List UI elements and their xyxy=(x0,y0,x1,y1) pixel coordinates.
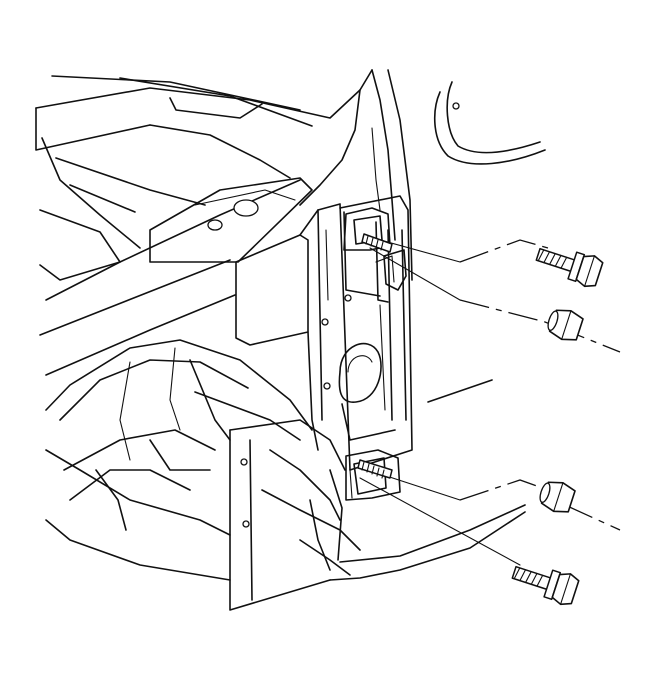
fender-top-panel xyxy=(433,81,546,165)
mounting-hole xyxy=(233,199,259,217)
upper-body-structure xyxy=(35,69,373,376)
nut-icon xyxy=(547,309,584,341)
bolt-icon xyxy=(535,247,604,288)
hinge-reinforcement xyxy=(149,177,313,263)
alignment-lines xyxy=(359,235,621,566)
upper-stud xyxy=(361,233,393,253)
lower-panel xyxy=(229,419,526,611)
body-edge-line xyxy=(427,379,493,403)
nut-icon xyxy=(539,481,576,513)
hinge-pillar xyxy=(235,203,351,471)
bolt-icon xyxy=(511,565,580,606)
mounting-hole xyxy=(207,219,223,231)
lower-stud xyxy=(357,459,393,479)
fender-upper xyxy=(299,69,413,281)
wheelhouse xyxy=(45,339,313,581)
